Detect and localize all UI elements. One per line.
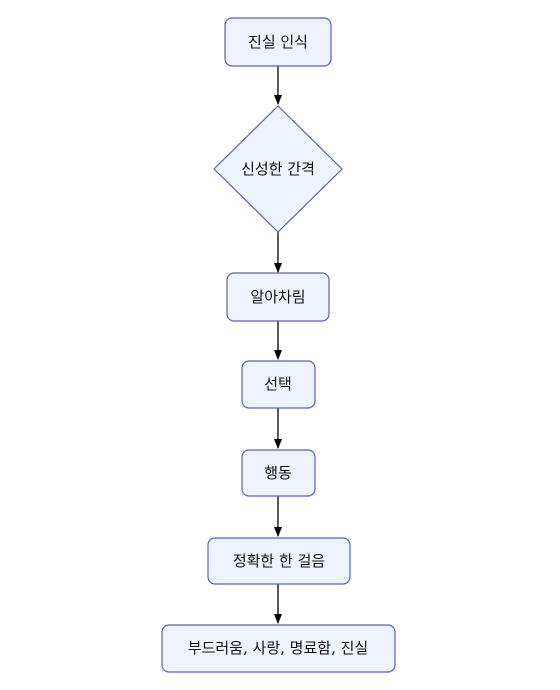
node-precise-step: 정확한 한 걸음 bbox=[207, 537, 351, 585]
node-label: 부드러움, 사랑, 명료함, 진실 bbox=[188, 639, 368, 657]
node-label: 행동 bbox=[264, 464, 292, 482]
node-label: 진실 인식 bbox=[248, 33, 308, 51]
node-label: 정확한 한 걸음 bbox=[233, 552, 325, 570]
node-truth-recognition: 진실 인식 bbox=[224, 17, 332, 67]
node-label: 선택 bbox=[264, 375, 292, 393]
node-awareness: 알아차림 bbox=[226, 272, 330, 322]
node-label: 신성한 간격 bbox=[241, 160, 315, 178]
node-choice: 선택 bbox=[241, 360, 316, 409]
node-sacred-gap-decision: 신성한 간격 bbox=[213, 105, 343, 233]
node-action: 행동 bbox=[241, 449, 316, 497]
node-label: 알아차림 bbox=[250, 288, 305, 306]
node-outcome-qualities: 부드러움, 사랑, 명료함, 진실 bbox=[161, 624, 396, 673]
